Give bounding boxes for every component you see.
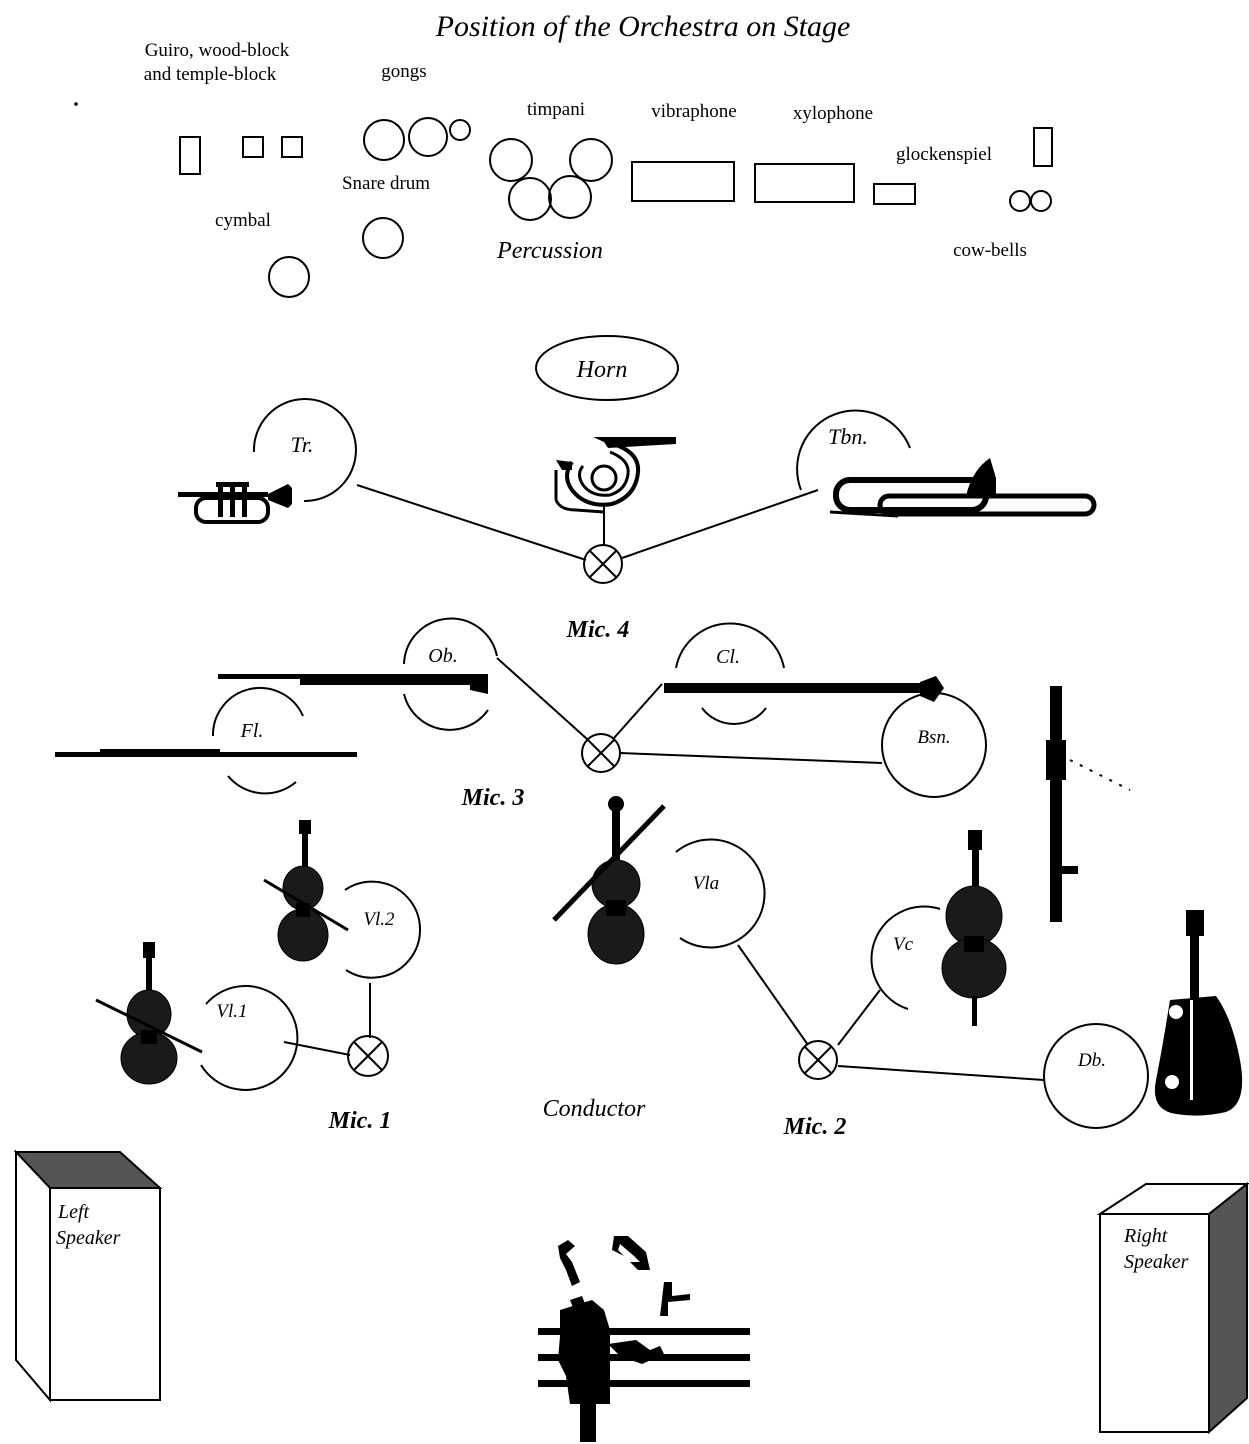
cello-icon <box>942 830 1006 1026</box>
guiro-shape <box>180 137 200 174</box>
mic4-label: Mic. 4 <box>566 617 630 643</box>
conductor-label: Conductor <box>543 1096 646 1122</box>
mic3-label: Mic. 3 <box>461 785 525 811</box>
percussion-section-label: Percussion <box>496 238 603 264</box>
temple-block-shape <box>282 137 302 157</box>
clarinet-icon <box>664 676 944 702</box>
bassoon-label: Bsn. <box>917 727 950 748</box>
snare-drum-shape <box>363 218 403 258</box>
gong-small-shape <box>450 120 470 140</box>
left-speaker-label-line2: Speaker <box>56 1227 121 1249</box>
timpani-drum-2 <box>570 139 612 181</box>
double-bass-icon <box>1155 910 1242 1116</box>
violin2-label: Vl.2 <box>363 909 395 930</box>
string-section: Vl.2 Vl.1 Mic. 1 <box>96 796 1242 1140</box>
diagram-title: Position of the Orchestra on Stage <box>435 10 851 43</box>
speck <box>74 102 78 106</box>
right-speaker: Right Speaker <box>1100 1184 1247 1432</box>
viola-arc <box>676 839 765 947</box>
mic4-symbol <box>584 545 622 583</box>
violin2-icon <box>264 820 348 961</box>
mic2-wire-cello <box>838 990 880 1045</box>
horn-label: Horn <box>576 357 628 383</box>
trumpet-icon <box>178 482 292 522</box>
percussion-section: Guiro, wood-block and temple-block gongs… <box>74 40 1052 297</box>
left-speaker-label-line1: Left <box>57 1201 90 1223</box>
guiro-label-line1: Guiro, wood-block <box>145 40 290 61</box>
mic3-wire-clarinet <box>614 684 662 738</box>
mic1-wire-violin1 <box>284 1042 350 1055</box>
gong-medium-shape <box>409 118 447 156</box>
violin1-icon <box>96 942 202 1084</box>
clarinet-label: Cl. <box>716 646 740 668</box>
cow-bell-shape-2 <box>1031 191 1051 211</box>
oboe-label: Ob. <box>428 645 457 667</box>
mic1-symbol <box>348 1036 388 1076</box>
vibraphone-shape <box>632 162 734 201</box>
timpani-drum-4 <box>549 176 591 218</box>
mic2-wire-double-bass <box>838 1066 1044 1080</box>
conductor-figure-icon <box>538 1236 750 1442</box>
cymbal-shape <box>269 257 309 297</box>
xylophone-shape <box>755 164 854 202</box>
oboe-arc-bottom <box>404 694 488 730</box>
double-bass-circle <box>1044 1024 1148 1128</box>
cello-arc <box>872 907 940 1009</box>
left-speaker: Left Speaker <box>16 1152 160 1400</box>
mic2-wire-viola <box>738 945 808 1045</box>
xylophone-label: xylophone <box>793 103 873 124</box>
trumpet-label: Tr. <box>291 432 314 457</box>
gong-large-shape <box>364 120 404 160</box>
timpani-drum-1 <box>490 139 532 181</box>
timpani-drum-3 <box>509 178 551 220</box>
mic2-symbol <box>799 1041 837 1079</box>
violin1-label: Vl.1 <box>216 1001 247 1022</box>
mic4-wire-trombone <box>622 490 818 558</box>
snare-drum-label: Snare drum <box>342 173 430 194</box>
flute-arc-bottom <box>228 776 296 793</box>
cow-bell-upright-shape <box>1034 128 1052 166</box>
mic3-symbol <box>582 734 620 772</box>
timpani-label: timpani <box>527 99 585 120</box>
vibraphone-label: vibraphone <box>651 101 736 122</box>
mic4-wire-trumpet <box>357 485 586 560</box>
wood-block-shape <box>243 137 263 157</box>
viola-label: Vla <box>693 873 719 894</box>
mic3-wire-bassoon <box>620 753 882 763</box>
brass-section: Horn Tr. Tbn. <box>178 336 1094 643</box>
right-speaker-label-line1: Right <box>1123 1225 1168 1247</box>
cymbal-label: cymbal <box>215 210 271 231</box>
mic3-wire-oboe <box>497 658 587 739</box>
mic2-label: Mic. 2 <box>783 1114 847 1140</box>
cow-bell-shape-1 <box>1010 191 1030 211</box>
glockenspiel-label: glockenspiel <box>896 144 992 165</box>
cello-label: Vc <box>893 934 914 955</box>
trombone-icon <box>830 458 1094 516</box>
oboe-icon <box>218 674 488 694</box>
viola-icon <box>554 796 664 964</box>
clarinet-arc-bottom <box>702 708 766 724</box>
woodwind-section: Ob. Cl. Fl. Bsn. <box>55 619 1130 922</box>
trombone-label: Tbn. <box>828 424 868 449</box>
glockenspiel-shape <box>874 184 915 204</box>
flute-icon <box>55 749 357 757</box>
double-bass-label: Db. <box>1077 1050 1106 1071</box>
mic1-label: Mic. 1 <box>328 1108 392 1134</box>
flute-label: Fl. <box>240 720 264 742</box>
horn-icon <box>556 437 676 512</box>
right-speaker-label-line2: Speaker <box>1124 1251 1189 1273</box>
guiro-label-line2: and temple-block <box>144 64 277 85</box>
bassoon-icon <box>1046 686 1130 922</box>
gongs-label: gongs <box>381 61 426 82</box>
cow-bells-label: cow-bells <box>953 240 1027 261</box>
